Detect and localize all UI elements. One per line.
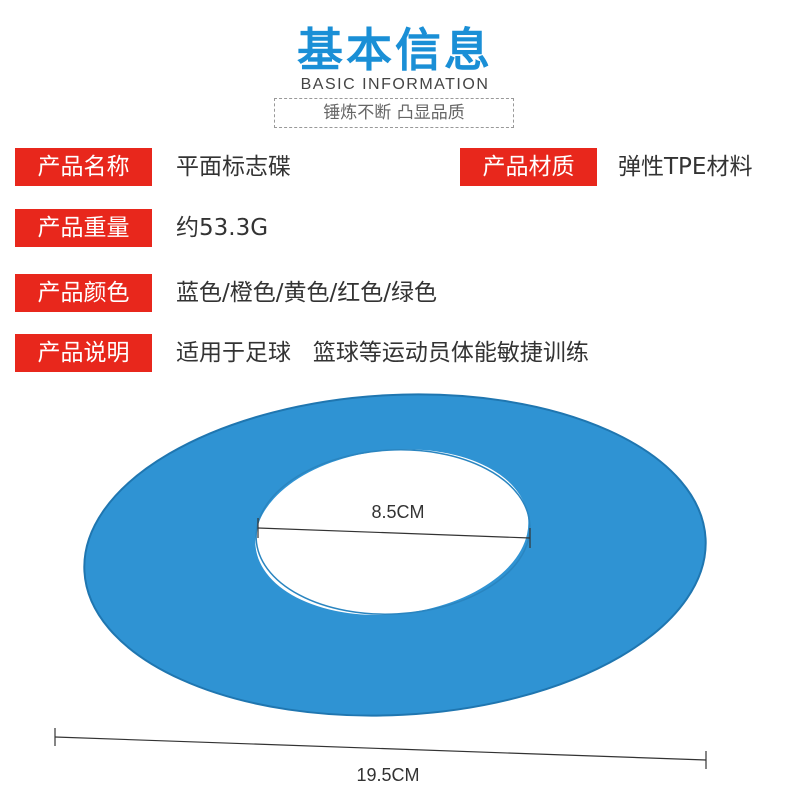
slogan-box: 锤炼不断 凸显品质 xyxy=(274,98,514,128)
spec-value-name: 平面标志碟 xyxy=(176,154,291,180)
outer-diameter-line xyxy=(54,736,707,761)
section-subtitle: BASIC INFORMATION xyxy=(300,76,490,93)
spec-value-color: 蓝色/橙色/黄色/红色/绿色 xyxy=(176,280,437,306)
inner-diameter-line xyxy=(257,527,531,539)
spec-value-weight: 约53.3G xyxy=(176,215,269,241)
spec-value-description: 适用于足球 篮球等运动员体能敏捷训练 xyxy=(176,340,589,366)
section-title: 基本信息 xyxy=(297,23,493,77)
inner-diameter-label: 8.5CM xyxy=(371,502,424,522)
spec-label-weight: 产品重量 xyxy=(15,209,152,247)
spec-label-name: 产品名称 xyxy=(15,148,152,186)
spec-label-material: 产品材质 xyxy=(460,148,597,186)
flat-disc xyxy=(83,393,707,717)
outer-diameter-label: 19.5CM xyxy=(356,765,419,785)
spec-label-description: 产品说明 xyxy=(15,334,152,372)
spec-label-color: 产品颜色 xyxy=(15,274,152,312)
spec-value-material: 弹性TPE材料 xyxy=(618,154,753,180)
